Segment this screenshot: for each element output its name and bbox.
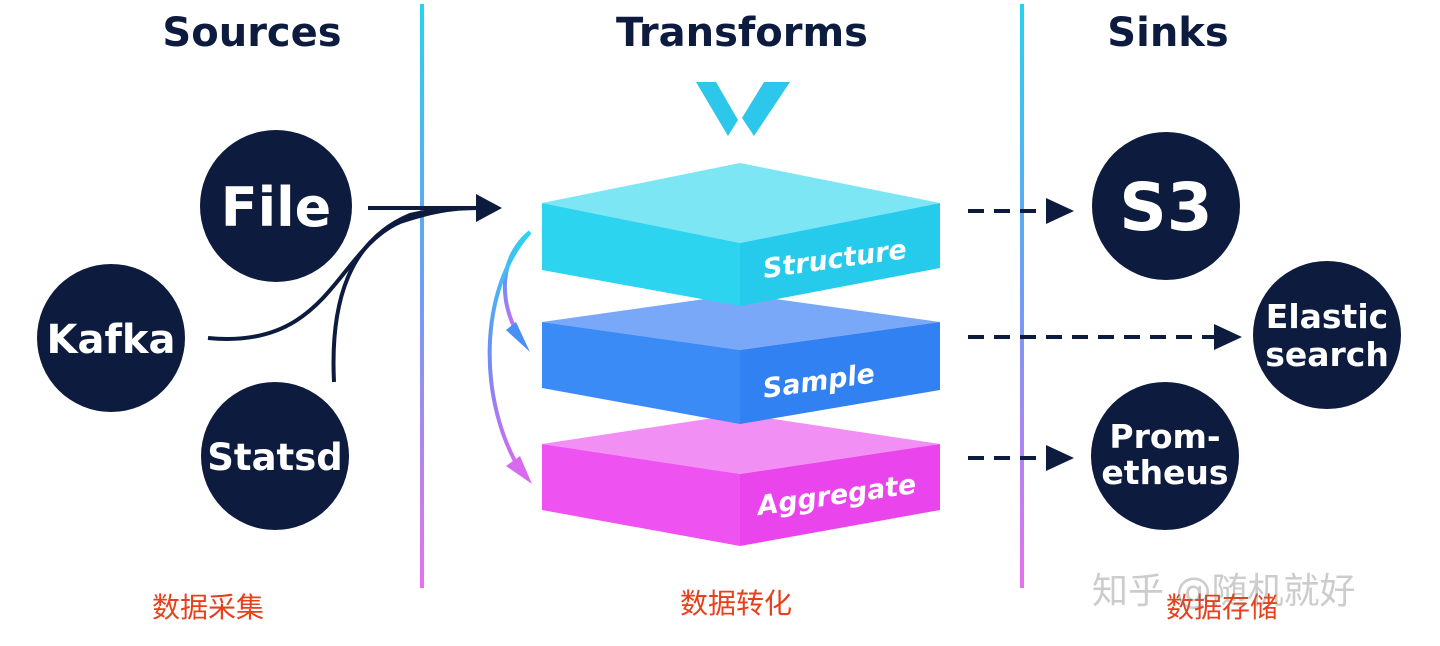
transform-caption: 数据转化 (679, 587, 792, 620)
source-connectors (207, 206, 479, 383)
watermark: 知乎 @随机就好 (1092, 571, 1356, 612)
sources-heading: Sources (162, 10, 342, 56)
statsd-label: Statsd (207, 436, 343, 479)
collect-caption: 数据采集 (151, 591, 264, 624)
store-caption: 数据存储 (1165, 591, 1278, 624)
file-node: File (200, 130, 352, 282)
kafka-label: Kafka (47, 317, 176, 363)
elasticsearch-node: Elastic search (1253, 261, 1401, 409)
prometheus-label-line2: etheus (1101, 453, 1228, 492)
file-label: File (221, 176, 332, 239)
elastic-label-line2: search (1265, 335, 1389, 374)
s3-arrowhead (1046, 198, 1074, 224)
sample-layer: Sample (542, 294, 940, 424)
structure-layer: Structure (542, 163, 940, 306)
prometheus-arrowhead (1046, 445, 1074, 471)
source-arrowhead (476, 194, 502, 222)
s3-node: S3 (1092, 132, 1240, 280)
vector-logo-icon (696, 82, 790, 136)
aggregate-layer: Aggregate (542, 414, 940, 546)
transforms-heading: Transforms (616, 10, 868, 56)
layer-flow-arrows (487, 230, 532, 472)
kafka-node: Kafka (37, 264, 185, 412)
flow-arrowhead-aggregate (506, 456, 532, 484)
divider-right (1020, 4, 1024, 588)
s3-label: S3 (1119, 169, 1212, 246)
sinks-heading: Sinks (1107, 10, 1229, 56)
flow-arrowhead-sample (506, 322, 530, 352)
elastic-arrowhead (1214, 324, 1242, 350)
sink-connectors (968, 209, 1216, 460)
statsd-node: Statsd (201, 382, 349, 530)
statsd-connector (331, 206, 479, 383)
prometheus-node: Prom- etheus (1091, 382, 1239, 530)
elastic-label-line1: Elastic (1266, 297, 1388, 336)
divider-left (420, 4, 424, 588)
prometheus-label-line1: Prom- (1109, 417, 1220, 456)
